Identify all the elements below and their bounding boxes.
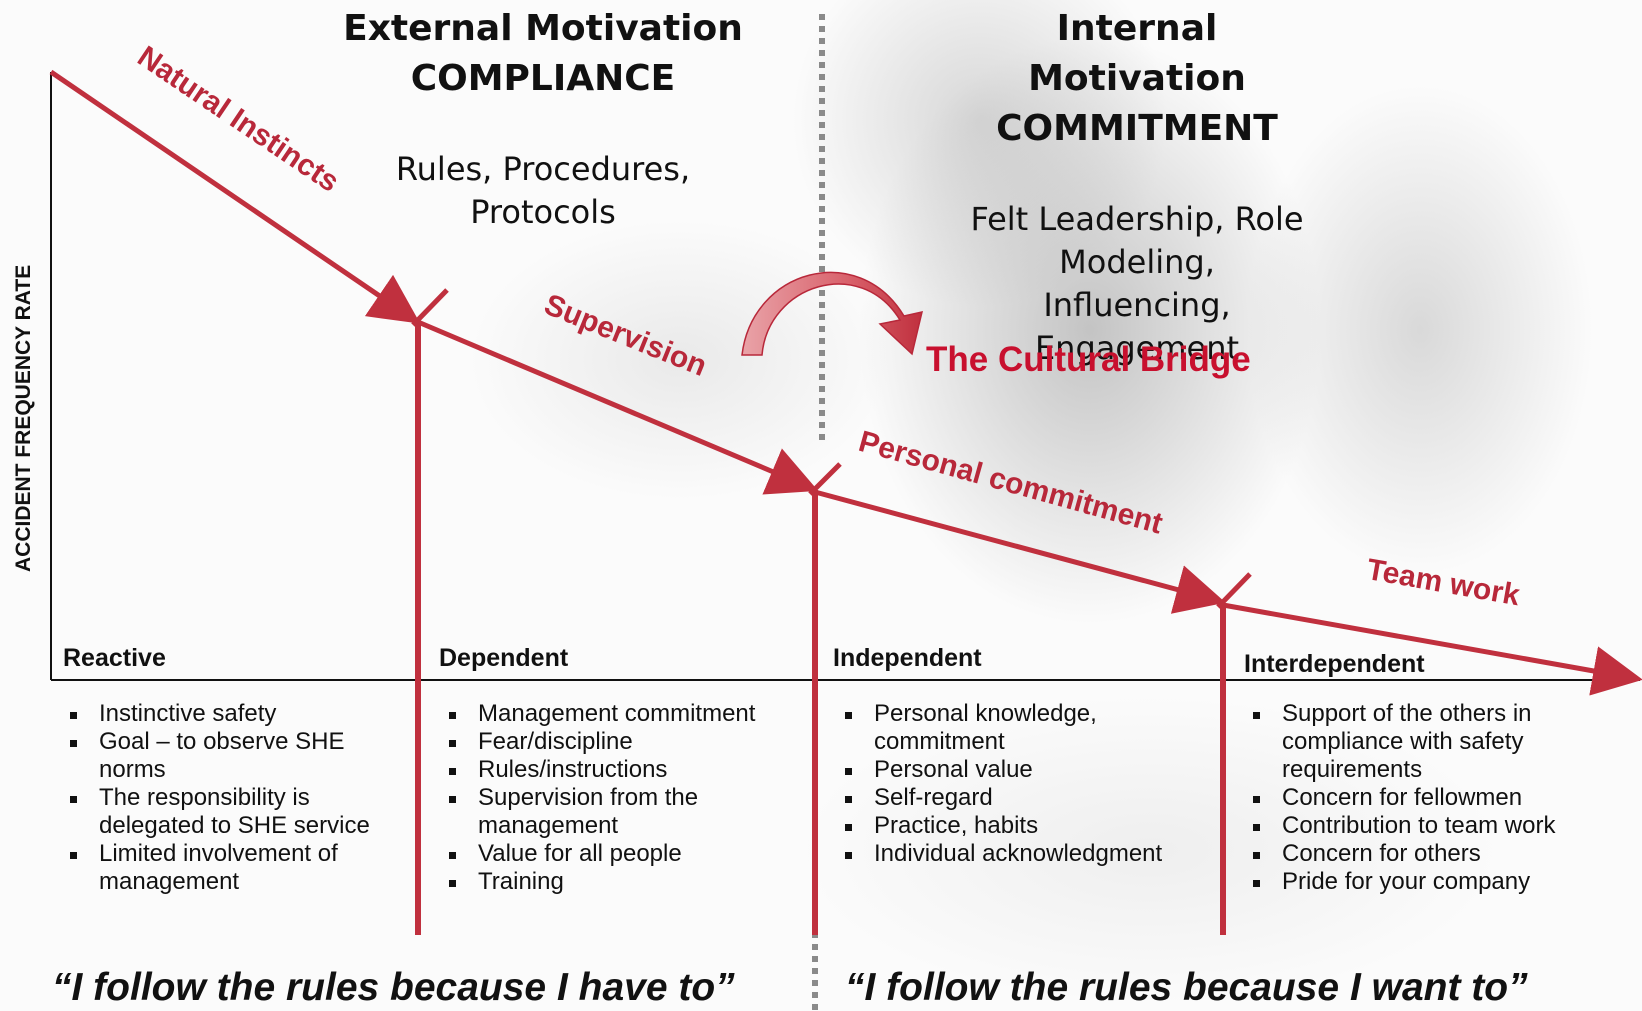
- interdependent-list: Support of the others in compliance with…: [1245, 700, 1625, 896]
- internal-title: Internal: [1056, 8, 1218, 49]
- compliance-title: COMPLIANCE: [410, 58, 676, 99]
- list-item: Contribution to team work: [1245, 812, 1625, 840]
- external-subtitle-line1: Rules, Procedures,: [395, 150, 691, 188]
- list-item: Fear/discipline: [441, 728, 811, 756]
- tick-3: [1216, 572, 1252, 609]
- internal-subtitle-line3: Influencing,: [1043, 286, 1231, 324]
- external-subtitle-line2: Protocols: [470, 193, 616, 231]
- list-item: Support of the others in compliance with…: [1245, 700, 1625, 784]
- stage-dependent: Dependent: [439, 644, 569, 672]
- list-item: Pride for your company: [1245, 868, 1625, 896]
- list-item: Instinctive safety: [62, 700, 412, 728]
- quote-have-to: “I follow the rules because I have to”: [52, 966, 735, 1009]
- list-item: Management commitment: [441, 700, 811, 728]
- internal-subtitle-line1: Felt Leadership, Role: [970, 200, 1304, 238]
- cultural-bridge-arrow: [741, 271, 924, 356]
- tick-2: [808, 462, 842, 496]
- list-item: Rules/instructions: [441, 756, 811, 784]
- dependent-list: Management commitment Fear/discipline Ru…: [441, 700, 811, 896]
- list-item: Value for all people: [441, 840, 811, 868]
- stage-independent: Independent: [833, 644, 982, 672]
- independent-list: Personal knowledge, commitment Personal …: [837, 700, 1217, 868]
- list-item: Training: [441, 868, 811, 896]
- list-item: Practice, habits: [837, 812, 1217, 840]
- cultural-bridge-label: The Cultural Bridge: [926, 340, 1251, 379]
- list-item: Supervision from the management: [441, 784, 811, 840]
- list-item: Goal – to observe SHE norms: [62, 728, 412, 784]
- curve-segment-personal: [814, 489, 1226, 614]
- y-axis-label: ACCIDENT FREQUENCY RATE: [12, 264, 35, 572]
- curve-segment-supervision: [417, 319, 819, 495]
- list-item: Concern for fellowmen: [1245, 784, 1625, 812]
- internal-subtitle-line2: Modeling,: [1059, 243, 1215, 281]
- curve-segment-natural: [49, 69, 421, 324]
- stage-interdependent: Interdependent: [1244, 650, 1425, 678]
- stage-reactive: Reactive: [63, 644, 166, 672]
- commitment-title: COMMITMENT: [996, 108, 1278, 149]
- external-motivation-title: External Motivation: [343, 8, 743, 49]
- list-item: Self-regard: [837, 784, 1217, 812]
- list-item: The responsibility is delegated to SHE s…: [62, 784, 412, 840]
- internal-subtitle-line4: Engagement: [1034, 329, 1240, 367]
- motivation-title: Motivation: [1028, 58, 1246, 99]
- tick-1: [411, 288, 449, 327]
- list-item: Concern for others: [1245, 840, 1625, 868]
- quote-want-to: “I follow the rules because I want to”: [845, 966, 1528, 1009]
- curve-segment-team: [1222, 602, 1642, 696]
- list-item: Personal value: [837, 756, 1217, 784]
- list-item: Personal knowledge, commitment: [837, 700, 1217, 756]
- reactive-list: Instinctive safety Goal – to observe SHE…: [62, 700, 412, 896]
- list-item: Limited involvement of management: [62, 840, 412, 896]
- list-item: Individual acknowledgment: [837, 840, 1217, 868]
